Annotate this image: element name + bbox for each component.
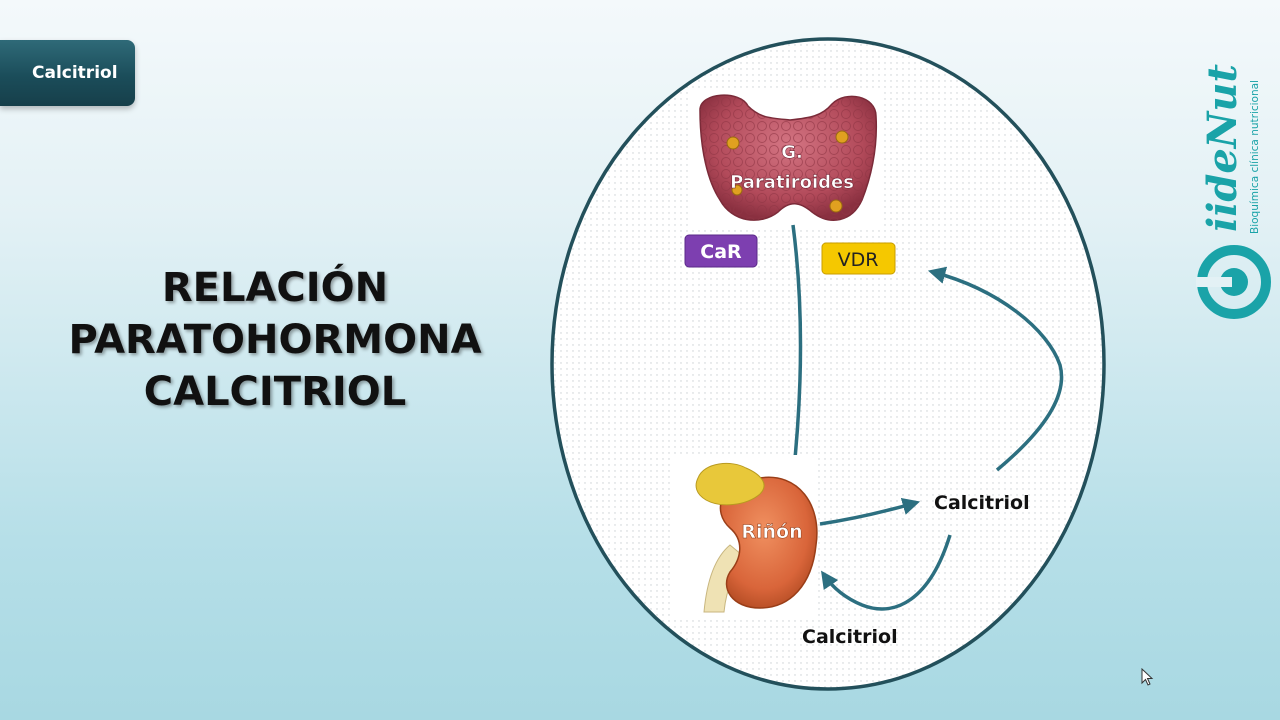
title-line-3: CALCITRIOL xyxy=(143,369,407,415)
vdr-label: VDR xyxy=(838,249,879,271)
gland-label-line1: G. xyxy=(781,142,803,163)
car-receptor-badge: CaR xyxy=(684,234,758,268)
kidney-image: Riñón xyxy=(672,455,818,617)
title-line-1: RELACIÓN xyxy=(161,265,389,311)
vdr-receptor-badge: VDR xyxy=(821,242,896,275)
section-tab: Calcitriol xyxy=(0,40,135,106)
brand-tagline: Bioquímica clínica nutricional xyxy=(1249,80,1261,234)
section-tab-label: Calcitriol xyxy=(32,63,118,83)
title-line-2: PARATOHORMONA xyxy=(68,317,482,363)
slide-title: RELACIÓN PARATOHORMONA CALCITRIOL xyxy=(40,262,510,418)
arrow-kidney-to-calcitriol xyxy=(819,497,921,526)
calcitriol-output-label: Calcitriol xyxy=(934,492,1030,514)
brand-name: iideNut xyxy=(1199,64,1246,232)
kidney-label: Riñón xyxy=(741,521,802,543)
parathyroid-gland-image: G. Paratiroides xyxy=(692,90,880,230)
iidenut-logo: iideNut Bioquímica clínica nutricional xyxy=(1196,64,1271,319)
arrow-calcitriol-feedback-kidney xyxy=(821,534,952,611)
arrow-gland-to-kidney xyxy=(785,224,804,484)
gland-label-line2: Paratiroides xyxy=(730,172,854,193)
car-label: CaR xyxy=(700,241,742,263)
arrow-calcitriol-to-vdr xyxy=(927,266,1064,472)
mouse-cursor-icon xyxy=(1141,668,1154,686)
calcitriol-feedback-label: Calcitriol xyxy=(802,626,898,648)
